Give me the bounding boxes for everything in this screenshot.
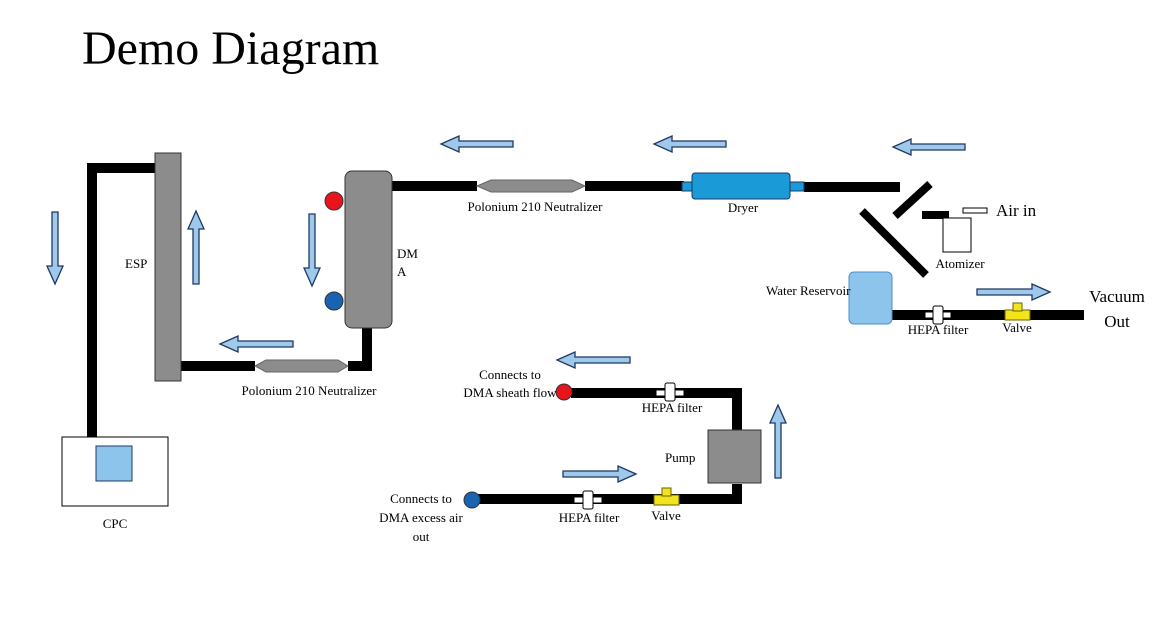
flow-arrow-down-1 xyxy=(45,211,65,286)
pipe-cpc-esp xyxy=(87,163,155,437)
neutralizer-bottom: Polonium 210 Neutralizer xyxy=(241,359,377,398)
water-reservoir-label: Water Reservoir xyxy=(766,283,851,298)
dma-column xyxy=(344,170,393,329)
air-in-label: Air in xyxy=(996,201,1037,220)
sheath-port-red xyxy=(555,383,573,401)
pump: Pump xyxy=(665,429,762,484)
pipe-sheath-flow xyxy=(571,388,742,430)
hepa-excess-stub-left xyxy=(573,496,584,504)
dryer-label: Dryer xyxy=(728,200,759,215)
neutralizer-top: Polonium 210 Neutralizer xyxy=(467,179,603,214)
esp-column xyxy=(154,152,182,382)
flow-arrow-left-2 xyxy=(652,134,727,154)
vacuum-label-line1: Vacuum xyxy=(1089,287,1145,306)
page-title: Demo Diagram xyxy=(82,22,379,75)
flow-arrow-right-1 xyxy=(976,282,1052,302)
hepa-filter-sheath: HEPA filter xyxy=(642,382,703,415)
dma: DM A xyxy=(324,170,418,329)
pump-body xyxy=(707,429,762,484)
dma-label-line2: A xyxy=(397,264,407,279)
esp-label: ESP xyxy=(125,256,147,271)
valve-right-handle xyxy=(1012,302,1023,312)
cpc-label: CPC xyxy=(103,516,128,531)
valve-excess: Valve xyxy=(651,487,681,523)
vacuum-label-line2: Out xyxy=(1104,312,1130,331)
valve-right-label: Valve xyxy=(1002,320,1032,335)
pipe-neutralizer-dma xyxy=(348,328,372,371)
flow-arrow-left-4 xyxy=(218,334,294,354)
atomizer-vessel xyxy=(942,217,972,253)
flow-arrow-left-1 xyxy=(439,134,514,154)
hepa-sheath-label: HEPA filter xyxy=(642,400,703,415)
neutralizer-bottom-label: Polonium 210 Neutralizer xyxy=(241,383,377,398)
dma-label-line1: DM xyxy=(397,246,418,261)
dryer: Dryer xyxy=(681,172,805,215)
water-reservoir-tank xyxy=(848,271,893,325)
esp: ESP xyxy=(125,152,182,382)
flow-arrow-up-2 xyxy=(768,403,788,479)
dma-sheath-port xyxy=(324,191,344,211)
atomizer: Atomizer Air in xyxy=(935,201,1036,271)
flow-arrows xyxy=(45,134,1052,484)
air-in-inlet xyxy=(962,207,988,214)
excess-label-line3: out xyxy=(413,529,430,544)
hepa-excess-label: HEPA filter xyxy=(559,510,620,525)
sheath-label-line1: Connects to xyxy=(479,367,541,382)
excess-label-line2: DMA excess air xyxy=(379,510,463,525)
hepa-excess-body xyxy=(582,490,594,510)
hepa-right-stub-right xyxy=(942,311,952,319)
valve-excess-handle xyxy=(661,487,672,497)
excess-air-connection: Connects to DMA excess air out xyxy=(379,491,481,544)
hepa-sheath-body xyxy=(664,382,676,402)
flow-arrow-left-3 xyxy=(891,137,966,157)
flow-arrow-right-2 xyxy=(562,464,638,484)
dryer-body xyxy=(691,172,791,200)
pipes xyxy=(87,163,1084,504)
neutralizer-top-body xyxy=(475,179,587,193)
atomizer-label: Atomizer xyxy=(935,256,985,271)
excess-port-blue xyxy=(463,491,481,509)
pump-label: Pump xyxy=(665,450,695,465)
sheath-label-line2: DMA sheath flow xyxy=(463,385,557,400)
hepa-filter-right: HEPA filter xyxy=(908,305,969,337)
hepa-sheath-stub-left xyxy=(655,389,666,397)
neutralizer-top-label: Polonium 210 Neutralizer xyxy=(467,199,603,214)
hepa-filter-excess: HEPA filter xyxy=(559,490,620,525)
sheath-flow-connection: Connects to DMA sheath flow xyxy=(463,367,573,401)
pipe-excess-air xyxy=(473,484,742,504)
cpc: CPC xyxy=(61,436,169,531)
flow-arrow-up-1 xyxy=(186,209,206,285)
atomizer-plate-upper xyxy=(892,181,933,219)
flow-arrow-down-2 xyxy=(302,213,322,288)
atomizer-plate-lower xyxy=(859,208,929,278)
hepa-right-stub-left xyxy=(924,311,934,319)
dma-excess-port xyxy=(324,291,344,311)
dryer-cap-right xyxy=(789,181,805,192)
excess-label-line1: Connects to xyxy=(390,491,452,506)
flow-arrow-left-5 xyxy=(555,350,631,370)
hepa-excess-stub-right xyxy=(592,496,603,504)
cpc-window xyxy=(95,445,133,482)
valve-right: Valve xyxy=(1002,302,1032,335)
hepa-sheath-stub-right xyxy=(674,389,685,397)
hepa-right-label: HEPA filter xyxy=(908,322,969,337)
valve-excess-label: Valve xyxy=(651,508,681,523)
water-reservoir: Water Reservoir xyxy=(766,271,893,325)
neutralizer-bottom-body xyxy=(253,359,349,373)
